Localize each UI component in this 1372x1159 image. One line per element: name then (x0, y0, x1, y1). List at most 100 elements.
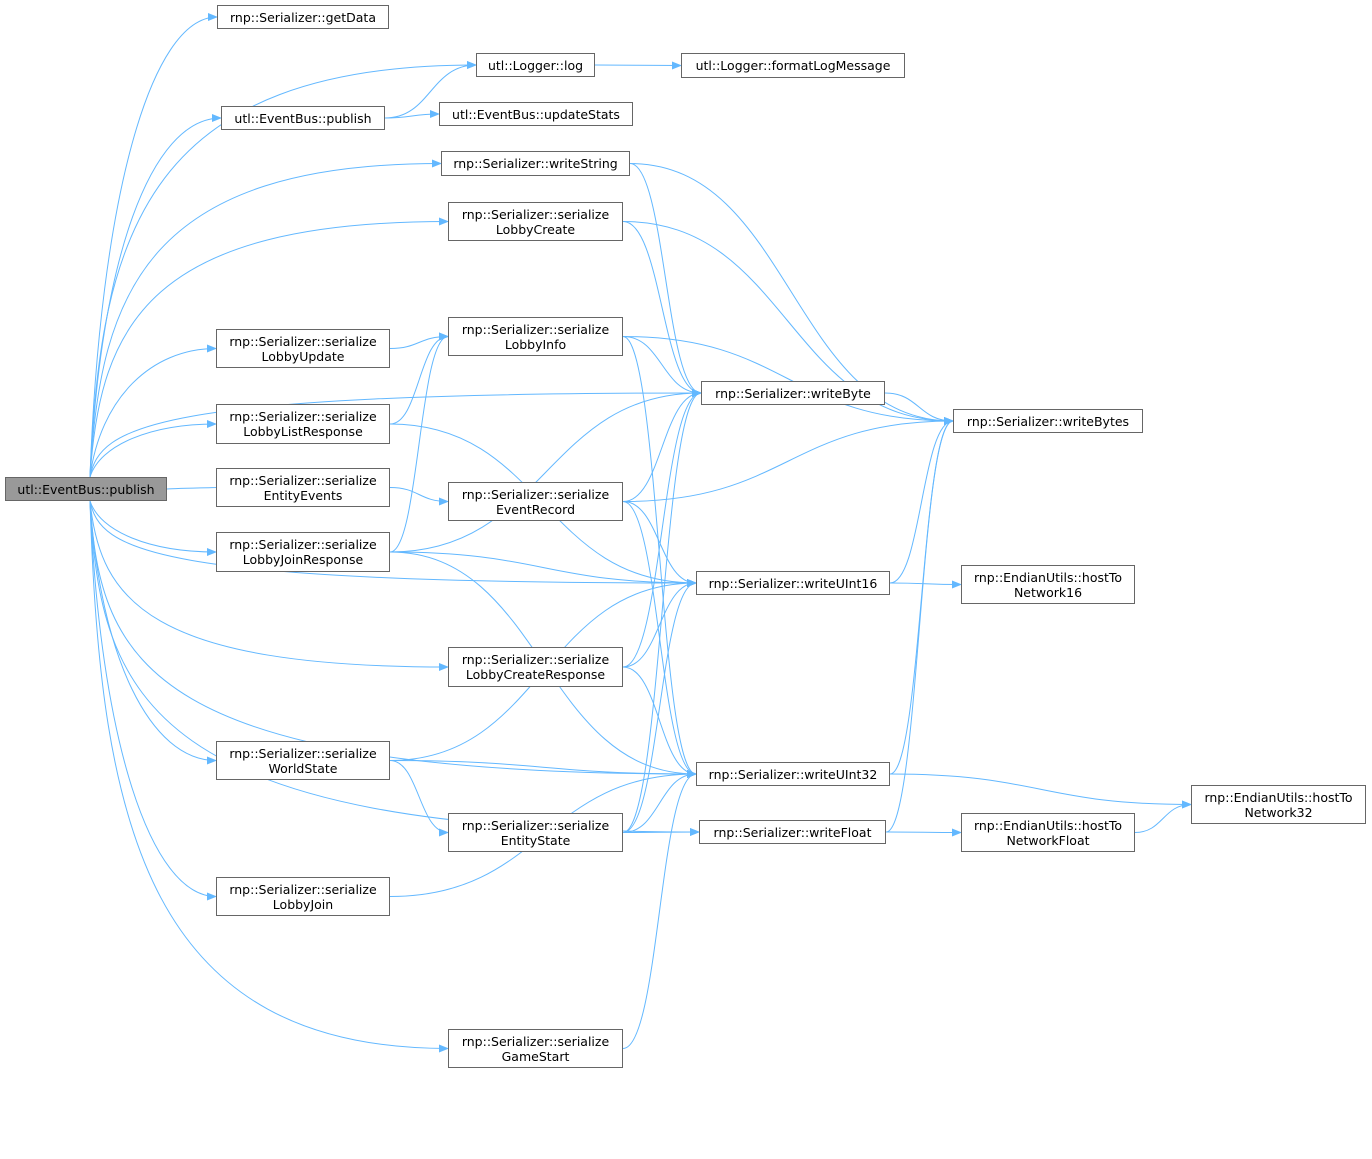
node-label: rnp::EndianUtils::hostTo (1204, 789, 1353, 805)
edge-root-to-entityEvents (166, 483, 226, 492)
node-label: LobbyInfo (504, 336, 567, 352)
node-label: rnp::Serializer::serialize (461, 817, 610, 833)
node-root[interactable]: utl::EventBus::publish (5, 477, 167, 501)
node-label: LobbyCreate (495, 221, 576, 237)
edge-writeString-to-writeBytes (629, 163, 954, 425)
node-label: rnp::Serializer::serialize (229, 745, 377, 761)
node-write-bytes[interactable]: rnp::Serializer::writeBytes (953, 409, 1143, 433)
node-label: rnp::EndianUtils::hostTo (973, 569, 1123, 585)
edge-writeString-to-writeByte (629, 163, 702, 397)
node-format-log-message[interactable]: utl::Logger::formatLogMessage (681, 53, 905, 78)
node-label: rnp::Serializer::serialize (229, 472, 377, 488)
node-label: rnp::Serializer::serialize (461, 206, 610, 222)
node-label: WorldState (268, 760, 338, 776)
node-label: rnp::Serializer::serialize (229, 537, 377, 552)
node-write-string[interactable]: rnp::Serializer::writeString (441, 151, 630, 176)
edge-root-to-lobbyJoin (89, 500, 217, 901)
node-label: LobbyJoinResponse (242, 552, 364, 567)
edge-eventRecord-to-writeByte (622, 389, 702, 502)
node-label: LobbyJoin (272, 896, 334, 912)
edge-root-to-gameStart (89, 500, 449, 1053)
edge-entityState-to-writeUInt16 (622, 579, 697, 833)
edge-lobbyCreate-to-writeBytes (622, 221, 954, 425)
edge-lobbyCreate-to-writeByte (622, 221, 702, 397)
edge-lobbyCreateResponse-to-writeUInt16 (622, 579, 697, 668)
edge-eventRecord-to-writeBytes (622, 417, 954, 502)
node-label: rnp::Serializer::writeByte (715, 385, 871, 401)
edge-writeByte-to-writeBytes (884, 392, 954, 425)
edge-root-to-lobbyCreate (89, 217, 449, 478)
edge-entityState-to-writeByte (622, 389, 702, 833)
node-label: utl::EventBus::publish (234, 110, 372, 126)
node-update-stats[interactable]: utl::EventBus::updateStats (439, 102, 633, 126)
node-write-u-int32[interactable]: rnp::Serializer::writeUInt32 (696, 762, 890, 786)
node-label: rnp::EndianUtils::hostTo (973, 817, 1123, 833)
node-write-u-int16[interactable]: rnp::Serializer::writeUInt16 (696, 571, 890, 595)
edge-entityEvents-to-eventRecord (389, 487, 449, 506)
node-label: rnp::Serializer::writeUInt16 (708, 575, 878, 591)
node-label: Network16 (1013, 584, 1083, 600)
edge-lobbyCreateResponse-to-writeUInt32 (622, 666, 697, 778)
edge-worldState-to-writeUInt32 (389, 760, 697, 778)
edge-root-to-writeUInt32 (89, 500, 697, 778)
node-label: utl::Logger::formatLogMessage (695, 58, 891, 73)
edge-writeFloat-to-writeBytes (885, 417, 954, 833)
node-log[interactable]: utl::Logger::log (476, 53, 595, 77)
edge-root-to-getData (89, 13, 218, 478)
edge-writeUInt16-to-writeBytes (889, 417, 954, 584)
node-label: EventRecord (496, 501, 575, 517)
edge-entityState-to-writeFloat (622, 828, 700, 837)
node-label: EntityEvents (263, 487, 343, 503)
edge-lobbyJoinResponse-to-writeByte (389, 389, 702, 553)
edge-lobbyInfo-to-writeBytes (622, 336, 954, 425)
node-label: NetworkFloat (1006, 832, 1090, 848)
edge-lobbyJoinResponse-to-lobbyInfo (389, 332, 449, 553)
node-label: rnp::Serializer::writeString (453, 156, 618, 171)
edge-writeFloat-to-hostToNetworkFloat (885, 828, 962, 837)
node-label: rnp::Serializer::writeBytes (966, 413, 1130, 429)
node-label: rnp::Serializer::getData (229, 9, 376, 25)
edge-worldState-to-entityState (389, 760, 449, 837)
edge-gameStart-to-writeUInt32 (622, 770, 697, 1049)
edge-root-to-worldState (89, 500, 217, 765)
node-label: GameStart (501, 1048, 570, 1064)
edge-root-to-writeByte (89, 389, 702, 478)
edge-lobbyJoinResponse-to-writeUInt16 (389, 551, 697, 587)
node-label: utl::EventBus::publish (17, 481, 155, 497)
edge-publish2-to-updateStats (384, 110, 440, 119)
node-label: utl::EventBus::updateStats (452, 106, 620, 122)
edge-root-to-publish2 (89, 114, 222, 478)
edge-lobbyListResponse-to-lobbyInfo (389, 332, 449, 425)
node-label: rnp::Serializer::serialize (229, 409, 377, 424)
edge-eventRecord-to-writeUInt16 (622, 501, 697, 587)
node-get-data[interactable]: rnp::Serializer::getData (217, 5, 389, 29)
edge-entityState-to-writeUInt32 (622, 770, 697, 833)
edge-lobbyCreateResponse-to-writeByte (622, 389, 702, 668)
node-label: rnp::Serializer::serialize (461, 486, 610, 502)
node-label: LobbyCreateResponse (465, 667, 606, 682)
node-publish2[interactable]: utl::EventBus::publish (221, 106, 385, 130)
node-write-float[interactable]: rnp::Serializer::writeFloat (699, 820, 886, 844)
node-label: rnp::Serializer::serialize (461, 652, 610, 667)
node-write-byte[interactable]: rnp::Serializer::writeByte (701, 381, 885, 405)
edge-root-to-lobbyUpdate (89, 344, 217, 478)
edge-writeUInt16-to-hostToNetwork16 (889, 580, 962, 589)
node-label: rnp::Serializer::serialize (461, 1033, 610, 1049)
edge-root-to-log (89, 61, 477, 478)
